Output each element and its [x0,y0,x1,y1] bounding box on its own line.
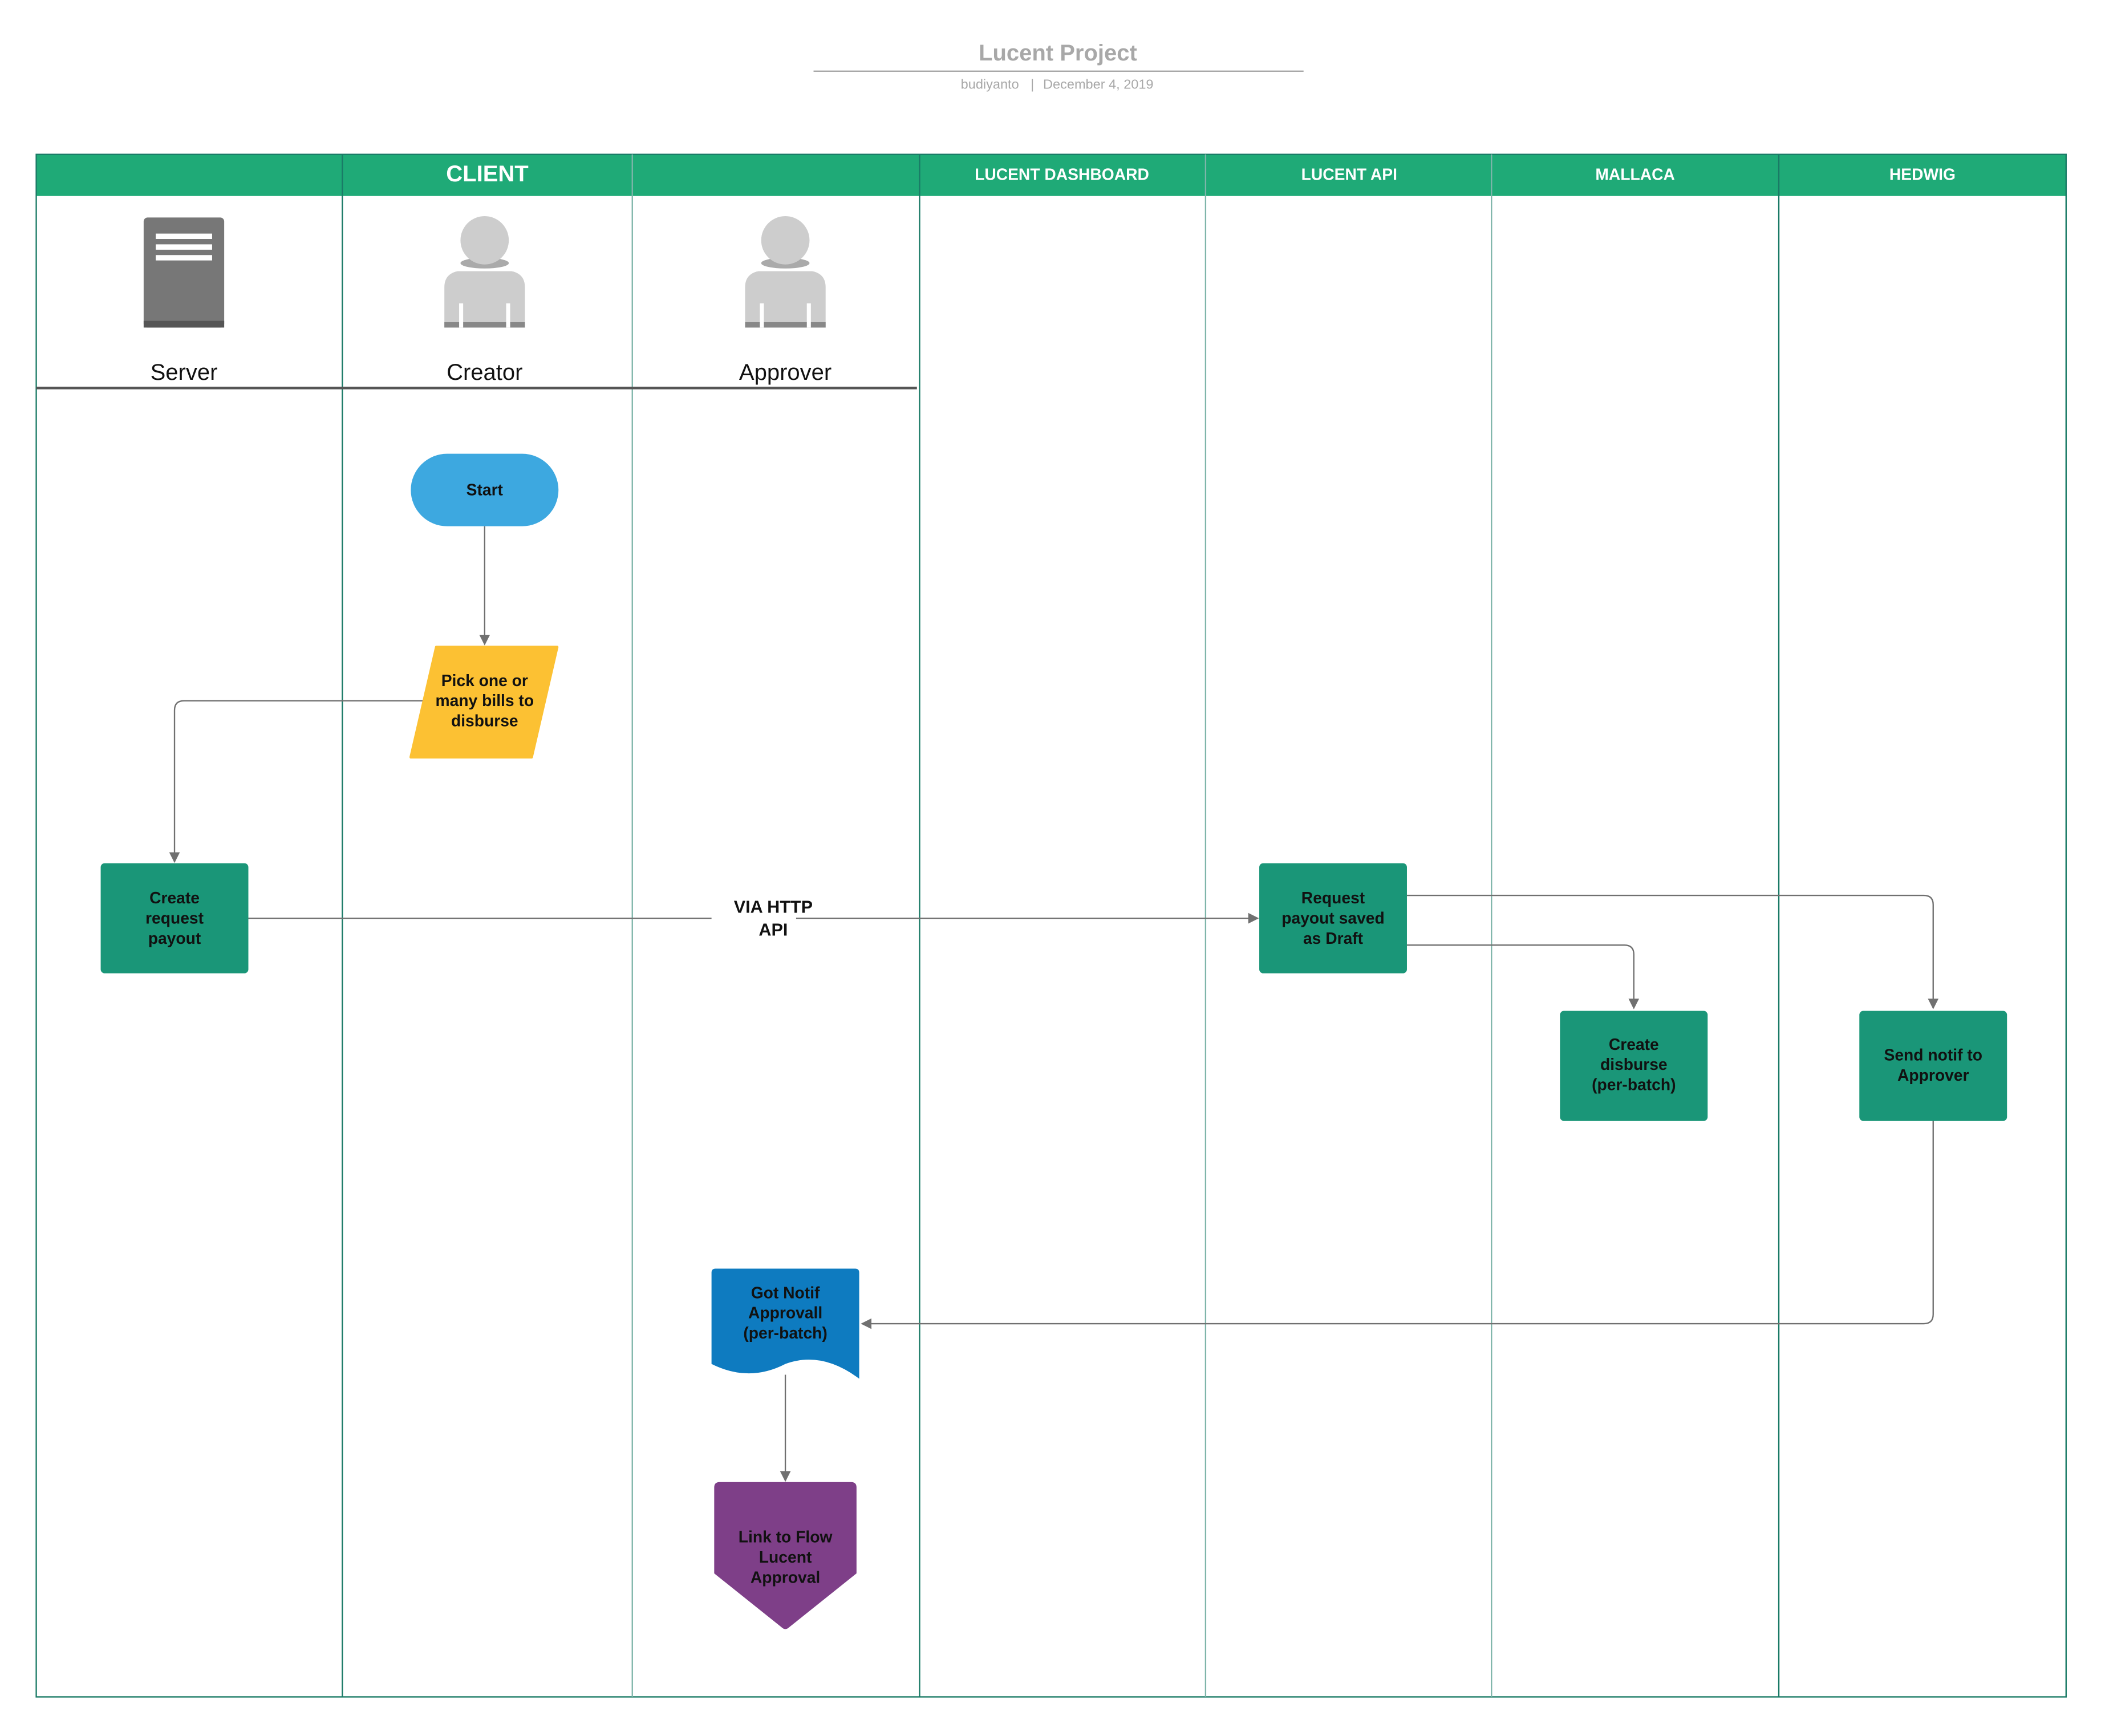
document-author: budiyanto [961,76,1019,91]
node-label-line: many bills to [436,691,534,709]
edge-label-via-http: VIA HTTP API [734,898,813,940]
node-label-line: Request [1301,889,1365,907]
node-label-line: (per-batch) [743,1324,827,1342]
node-got-notif[interactable]: Got Notif Approvall (per-batch) [711,1268,859,1379]
node-label-line: Link to Flow [739,1528,833,1546]
document-title: Lucent Project [979,40,1137,66]
lane-label-client: CLIENT [446,161,528,186]
lane-label-hedwig: HEDWIG [1889,165,1956,183]
node-request-saved-draft[interactable]: Request payout saved as Draft [1259,863,1407,974]
node-label-line: Lucent [759,1548,812,1566]
node-label-line: (per-batch) [1592,1075,1676,1093]
node-label-line: Approvall [748,1304,822,1322]
node-label-line: Create [1609,1035,1659,1053]
edge-hedwig-to-approver [861,1120,1934,1329]
node-label-line: Approval [751,1568,820,1586]
node-label-line: as Draft [1303,929,1364,947]
edge-label-line: VIA HTTP [734,898,813,917]
node-create-request-payout[interactable]: Create request payout [100,863,249,974]
node-label-line: payout [148,929,201,947]
lane-header-bar [36,154,2066,196]
node-label-line: disburse [1600,1055,1668,1073]
node-label-line: Approver [1897,1066,1969,1084]
node-label-line: Create [149,889,200,907]
node-create-disburse[interactable]: Create disburse (per-batch) [1560,1011,1708,1121]
actor-label-approver: Approver [739,360,832,385]
edge-api-to-hedwig [1406,894,1939,1009]
node-label: Start [467,481,504,499]
node-pick-bills[interactable]: Pick one or many bills to disburse [409,646,559,759]
node-label-line: disburse [451,712,518,730]
node-send-notif[interactable]: Send notif to Approver [1859,1011,2007,1121]
actor-label-server: Server [151,360,218,385]
node-label-line: Send notif to [1884,1046,1982,1064]
document-separator: | [1031,76,1034,91]
node-start[interactable]: Start [411,453,559,526]
user-icon [444,216,525,328]
node-link-to-flow[interactable]: Link to Flow Lucent Approval [714,1482,857,1629]
edge-label-line: API [759,920,788,940]
title-block: Lucent Project budiyanto | December 4, 2… [813,40,1304,91]
node-label-line: Pick one or [441,671,528,689]
node-label-line: Got Notif [751,1283,820,1301]
lane-label-lucent-api: LUCENT API [1301,165,1397,183]
actor-label-creator: Creator [447,360,522,385]
edge-pick-to-create-request [169,700,424,863]
edge-api-to-mallaca [1406,944,1640,1009]
document-date: December 4, 2019 [1043,76,1153,91]
node-label-line: payout saved [1281,909,1384,927]
node-label-line: request [145,909,204,927]
user-icon [745,216,826,328]
lanes-frame [35,153,2067,1698]
server-icon [143,217,225,328]
lane-label-mallaca: MALLACA [1595,165,1675,183]
lane-label-lucent-dashboard: LUCENT DASHBOARD [975,165,1149,183]
